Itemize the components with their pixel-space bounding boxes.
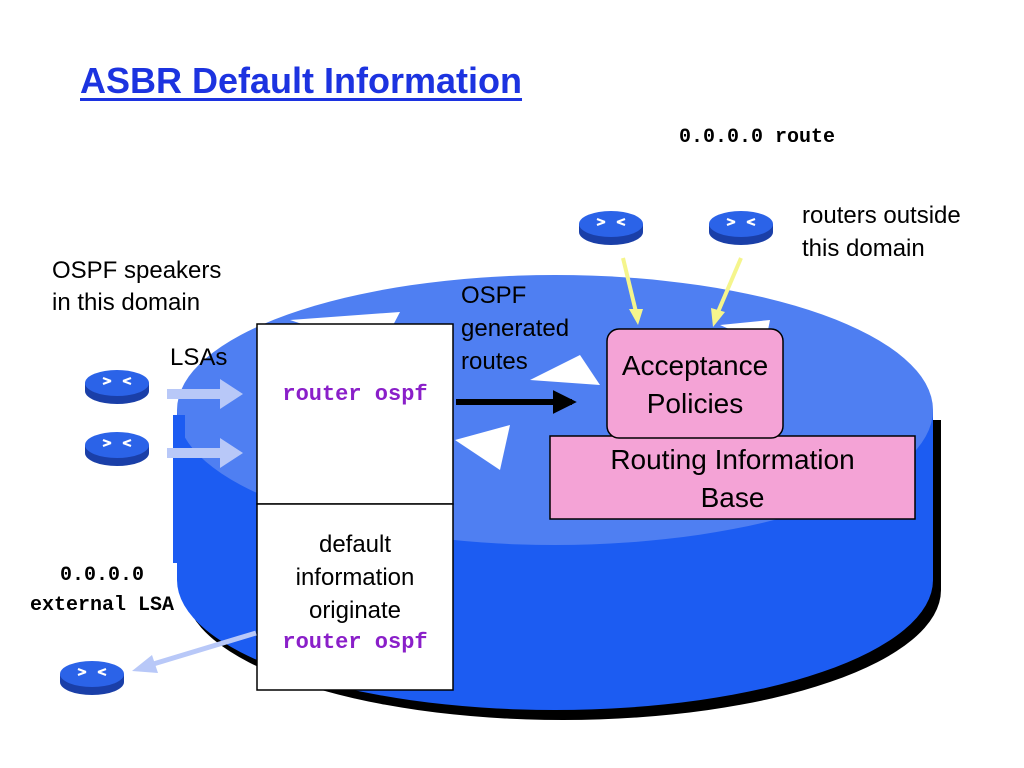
ospf-generated-line-1: OSPF <box>461 282 527 309</box>
default-info-line-3: originate <box>308 597 402 624</box>
ospf-speakers-line-2: in this domain <box>52 289 201 316</box>
lsa-arrow-1 <box>167 379 243 409</box>
outside-router-2-icon <box>707 209 775 247</box>
rib-line-2: Base <box>700 482 765 513</box>
outside-route-arrows <box>621 257 743 327</box>
ospf-speakers-label: OSPF speakers in this domain <box>52 255 221 319</box>
lsas-label: LSAs <box>170 344 228 371</box>
default-router-ospf-command: router ospf <box>282 630 428 655</box>
route-label: 0.0.0.0 route <box>679 126 835 149</box>
router-ospf-box <box>256 323 454 505</box>
acceptance-line-2: Policies <box>646 388 744 419</box>
rib-line-1: Routing Information <box>610 444 855 475</box>
router-ospf-command: router ospf <box>282 382 428 407</box>
rib-box <box>549 435 916 520</box>
ospf-speakers-line-1: OSPF speakers <box>52 257 222 284</box>
outside-router-1-icon <box>577 209 645 247</box>
external-lsa-text: external LSA <box>29 594 175 617</box>
default-info-text: default information originate <box>257 528 453 627</box>
routers-outside-line-1: routers outside <box>802 202 961 229</box>
acceptance-policies-box <box>606 328 784 439</box>
ospf-speaker-router-1-icon <box>83 368 151 406</box>
routers-outside-line-2: this domain <box>802 235 925 262</box>
route-word: route <box>775 126 836 149</box>
rib-label: Routing Information Base <box>550 441 915 517</box>
routers-outside-label: routers outside this domain <box>802 199 961 265</box>
external-router-icon <box>58 659 126 697</box>
external-lsa-arrow <box>132 630 257 673</box>
acceptance-line-1: Acceptance <box>621 350 769 381</box>
ospf-generated-line-3: routes <box>461 348 528 375</box>
default-info-line-2: information <box>295 564 415 591</box>
ospf-generated-line-2: generated <box>461 315 570 342</box>
lsa-arrow-2 <box>167 438 243 468</box>
disk-side-highlight <box>173 415 185 563</box>
ospf-generated-label: OSPF generated routes <box>461 279 569 378</box>
default-info-box <box>256 503 454 691</box>
external-lsa-addr: 0.0.0.0 <box>59 564 144 587</box>
external-lsa-label: 0.0.0.0 external LSA <box>12 561 192 621</box>
acceptance-policies-label: Acceptance Policies <box>607 347 783 423</box>
ospf-speaker-router-2-icon <box>83 430 151 468</box>
slide-title: ASBR Default Information <box>80 60 523 101</box>
default-info-line-1: default <box>318 531 392 558</box>
route-addr: 0.0.0.0 <box>679 126 764 149</box>
